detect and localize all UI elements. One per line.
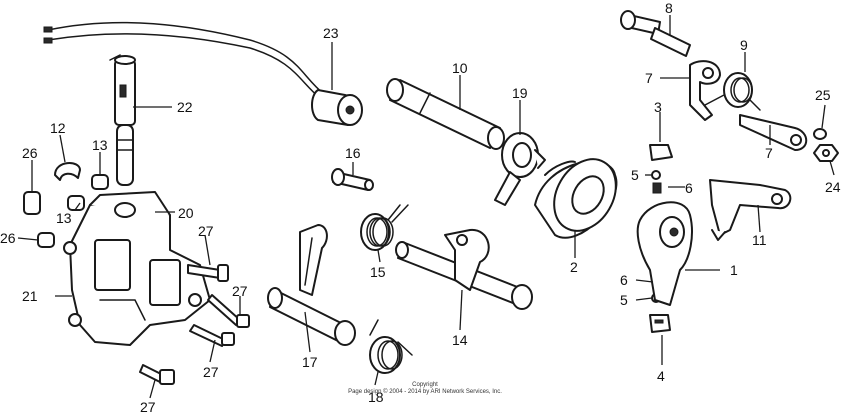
part-1-lever: [636, 201, 693, 306]
part-15-spring: [360, 204, 409, 251]
part-2-shift-drum: [534, 158, 618, 239]
part-3-4-pads: [649, 144, 673, 333]
callout-23: 23: [323, 25, 339, 41]
callout-15: 15: [370, 264, 386, 280]
callout-26b: 26: [0, 230, 16, 246]
callout-13a: 13: [92, 137, 108, 153]
part-11-plate: [709, 179, 792, 241]
callout-13b: 13: [56, 210, 72, 226]
part-23-connector: [311, 89, 363, 126]
part-24-25-nut-washer: [813, 128, 839, 162]
callout-6a: 6: [685, 180, 693, 196]
copyright-heading: Copyright: [412, 382, 438, 388]
callout-22: 22: [177, 99, 193, 115]
part-17-shaft: [267, 224, 356, 346]
callout-9: 9: [740, 37, 748, 53]
callout-27c: 27: [203, 364, 219, 380]
callout-3: 3: [654, 99, 662, 115]
part-7-stopper-arms: [689, 60, 808, 151]
callout-26a: 26: [22, 145, 38, 161]
part-19-shift-fork: [494, 132, 546, 206]
callout-19: 19: [512, 85, 528, 101]
callout-18: 18: [368, 389, 384, 405]
callout-11: 11: [752, 232, 767, 248]
callout-12: 12: [50, 120, 66, 136]
callout-4: 4: [657, 368, 665, 384]
callout-24: 24: [825, 179, 841, 195]
part-20-21-housing: [63, 191, 211, 346]
part-22-sensor-rod: [43, 21, 326, 186]
callout-2: 2: [570, 259, 578, 275]
callout-25: 25: [815, 87, 831, 103]
callout-27b: 27: [232, 283, 248, 299]
callout-21: 21: [22, 288, 38, 304]
part-10-shaft: [386, 78, 505, 150]
part-8-stud: [620, 10, 691, 57]
part-16-pin: [331, 168, 374, 191]
callout-16: 16: [345, 145, 361, 161]
callout-7b: 7: [765, 145, 773, 161]
callout-27d: 27: [140, 399, 156, 415]
callout-6b: 6: [620, 272, 628, 288]
callout-1: 1: [730, 262, 738, 278]
part-18-spring: [369, 319, 413, 374]
callout-20: 20: [178, 205, 194, 221]
copyright-notice: Page design © 2004 - 2014 by ARI Network…: [348, 389, 502, 395]
callout-8: 8: [665, 0, 673, 16]
callout-14: 14: [452, 332, 468, 348]
callout-5a: 5: [631, 167, 639, 183]
leader-lines: [17, 15, 835, 399]
part-14-shift-shaft: [395, 228, 533, 310]
callout-17: 17: [302, 354, 318, 370]
part-9-spring: [704, 72, 761, 111]
callout-5b: 5: [620, 292, 628, 308]
callout-7a: 7: [645, 70, 653, 86]
part-27-bolts: [139, 264, 250, 385]
callout-27a: 27: [198, 223, 214, 239]
callout-10: 10: [452, 60, 468, 76]
